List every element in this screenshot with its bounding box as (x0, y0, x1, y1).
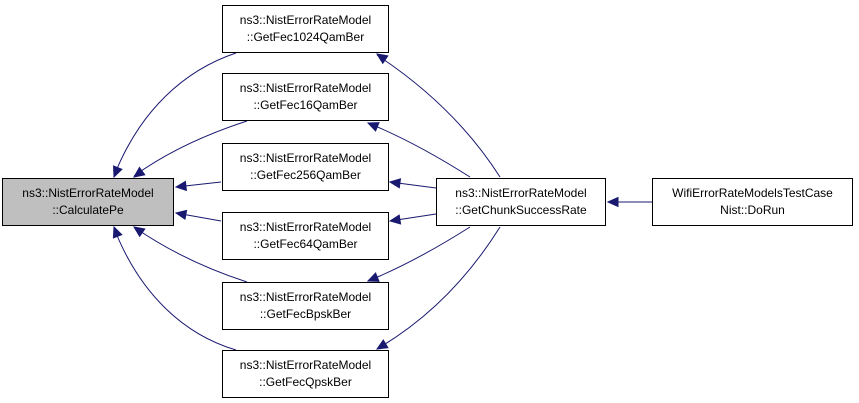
edge-fecqpsk-to-calculate_pe (113, 227, 237, 351)
node-get-fec-bpsk-ber-line2: ::GetFecBpskBer (259, 307, 352, 321)
node-get-fec-qpsk-ber-line2: ::GetFecQpskBer (259, 375, 352, 389)
arrowhead-fecbpsk-to-calculate_pe (132, 226, 146, 238)
edge-fec1024-to-calculate_pe (113, 52, 237, 177)
arrowhead-testcase-to-chunk (606, 196, 619, 208)
node-wifi-error-rate-models-test-case-nist-do-run-line2: Nist::DoRun (720, 203, 785, 217)
edge-chunk-to-fecbpsk (367, 226, 471, 282)
arrowhead-fec1024-to-calculate_pe (112, 165, 123, 179)
node-get-fec-64-qam-ber-line1: ns3::NistErrorRateModel (239, 220, 372, 234)
node-calculate-pe-line2: ::CalculatePe (52, 203, 124, 217)
node-get-fec-1024-qam-ber[interactable]: ns3::NistErrorRateModel ::GetFec1024QamB… (222, 5, 389, 53)
edge-chunk-to-fec16 (367, 122, 471, 178)
node-get-fec-256-qam-ber[interactable]: ns3::NistErrorRateModel ::GetFec256QamBe… (222, 143, 389, 191)
arrowhead-fec256-to-calculate_pe (174, 180, 187, 192)
arrowhead-chunk-to-fec16 (366, 122, 380, 132)
edge-fecbpsk-to-calculate_pe (133, 226, 248, 283)
node-get-fec-64-qam-ber-line2: ::GetFec64QamBer (253, 237, 358, 251)
node-get-chunk-success-rate-line1: ns3::NistErrorRateModel (455, 186, 587, 200)
arrowhead-chunk-to-fec1024 (375, 53, 389, 65)
arrowhead-fec64-to-calculate_pe (174, 209, 188, 221)
node-get-fec-1024-qam-ber-line2: ::GetFec1024QamBer (246, 30, 365, 44)
arrowhead-chunk-to-fecbpsk (366, 272, 380, 282)
node-get-fec-256-qam-ber-line1: ns3::NistErrorRateModel (239, 151, 372, 165)
node-calculate-pe-line1: ns3::NistErrorRateModel (22, 186, 154, 200)
node-get-fec-256-qam-ber-line2: ::GetFec256QamBer (250, 168, 361, 182)
edge-chunk-to-fecqpsk (376, 226, 501, 350)
node-get-chunk-success-rate[interactable]: ns3::NistErrorRateModel ::GetChunkSucces… (436, 178, 606, 226)
arrowhead-chunk-to-fec64 (388, 214, 402, 225)
node-get-fec-64-qam-ber[interactable]: ns3::NistErrorRateModel ::GetFec64QamBer (222, 212, 389, 260)
node-get-fec-qpsk-ber-line1: ns3::NistErrorRateModel (239, 358, 372, 372)
arrowhead-chunk-to-fec256 (388, 178, 402, 189)
node-get-fec-16-qam-ber[interactable]: ns3::NistErrorRateModel ::GetFec16QamBer (222, 73, 389, 121)
node-get-fec-qpsk-ber[interactable]: ns3::NistErrorRateModel ::GetFecQpskBer (222, 350, 389, 398)
arrowhead-fec16-to-calculate_pe (133, 166, 146, 178)
edge-fec16-to-calculate_pe (133, 120, 248, 177)
node-get-fec-bpsk-ber[interactable]: ns3::NistErrorRateModel ::GetFecBpskBer (222, 282, 389, 330)
node-wifi-error-rate-models-test-case-nist-do-run[interactable]: WifiErrorRateModelsTestCase Nist::DoRun (652, 178, 853, 226)
edge-layer (112, 52, 652, 351)
node-get-fec-16-qam-ber-line2: ::GetFec16QamBer (253, 98, 358, 112)
node-get-fec-bpsk-ber-line1: ns3::NistErrorRateModel (239, 290, 372, 304)
node-get-fec-1024-qam-ber-line1: ns3::NistErrorRateModel (239, 13, 372, 27)
arrowhead-fecqpsk-to-calculate_pe (112, 225, 123, 239)
edge-chunk-to-fec1024 (376, 54, 501, 178)
node-get-chunk-success-rate-line2: ::GetChunkSuccessRate (455, 203, 587, 217)
node-get-fec-16-qam-ber-line1: ns3::NistErrorRateModel (239, 81, 372, 95)
node-wifi-error-rate-models-test-case-nist-do-run-line1: WifiErrorRateModelsTestCase (672, 186, 833, 200)
node-calculate-pe: ns3::NistErrorRateModel ::CalculatePe (2, 178, 174, 226)
arrowhead-chunk-to-fecqpsk (375, 339, 389, 350)
